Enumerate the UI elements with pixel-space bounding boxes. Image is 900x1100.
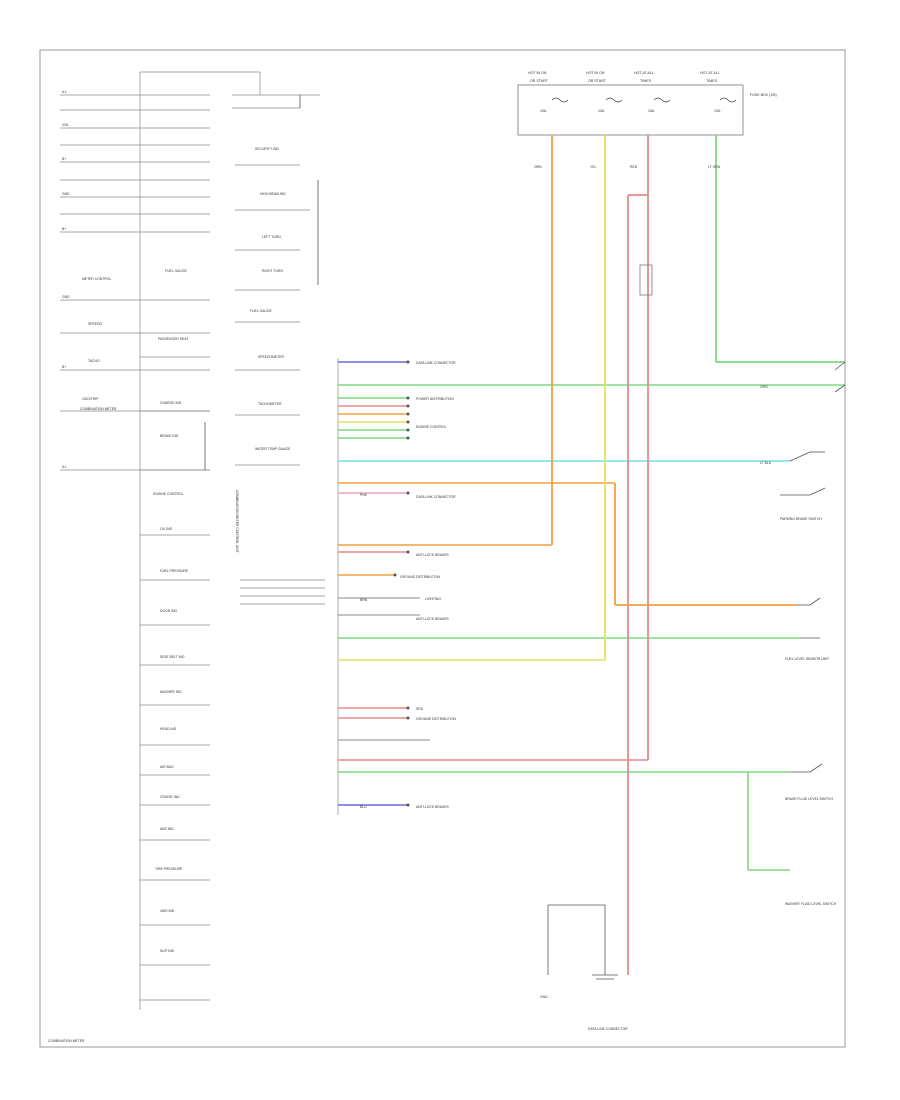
pin-label-4: GND (62, 192, 70, 196)
pin-label-3: B+ (62, 157, 66, 161)
meter-block-label-10: WASHER IND (160, 690, 182, 694)
left-label-1: METER CONTROL (82, 277, 112, 281)
connector-stubs (338, 361, 845, 806)
wire-color-7: BLU (360, 805, 367, 809)
system-ref-11: ANTI-LOCK BRAKES (416, 805, 450, 809)
fuse-2-rating: 10A (598, 109, 605, 113)
fuse-1-rating: 10A (540, 109, 547, 113)
fuse-2-sub: OR START (588, 79, 607, 83)
indicator-label-6: SPEEDOMETER (258, 355, 285, 359)
left-label-3: TACHO (88, 359, 100, 363)
wire-color-9: BRN (360, 598, 368, 602)
indicator-label-8: WATER TEMP GAUGE (255, 447, 291, 451)
meter-block-label-7: FUEL PRESSURE (160, 569, 189, 573)
right-component-1: PARKING BRAKE SWITCH (780, 517, 822, 521)
system-ref-8: ANTI-LOCK BRAKES (416, 617, 450, 621)
wire-color-2: YEL (590, 165, 597, 169)
indicator-column (235, 95, 319, 466)
pin-label-1: ILL (62, 90, 67, 94)
right-component-4: WASHER FLUID LEVEL SWITCH (785, 902, 837, 906)
fuse-symbols (551, 97, 737, 103)
fuse-3-sub: TIMES (640, 79, 652, 83)
meter-block-label-8: DOOR IND (160, 609, 178, 613)
bottom-label-gnd: GND (540, 995, 548, 999)
meter-block-label-14: ABS IND (160, 827, 174, 831)
wire-color-4: LT GRN (708, 165, 721, 169)
meter-block-label-12: AIR BAG (160, 765, 174, 769)
system-ref-2: POWER DISTRIBUTION (416, 397, 454, 401)
system-ref-7: LIGHTING (425, 597, 441, 601)
indicator-label-5: FUEL GAUGE (250, 309, 272, 313)
fuse-group: HOT IN ON OR START 10A HOT IN ON OR STAR… (528, 71, 721, 113)
indicator-label-4: RIGHT TURN (262, 269, 283, 273)
system-ref-6: GROUND DISTRIBUTION (400, 575, 440, 579)
indicator-label-2: HIGH BEAM IND (260, 192, 286, 196)
right-component-3: BRAKE FLUID LEVEL SWITCH (785, 797, 833, 801)
meter-blocks (140, 356, 210, 1001)
right-switches (780, 361, 846, 773)
pin-label-2: IGN (62, 123, 69, 127)
left-label-2: SPEEDO (88, 322, 102, 326)
right-component-2: FUEL LEVEL SENSOR UNIT (785, 657, 829, 661)
meter-block-label-11: HEAD IND (160, 727, 177, 731)
meter-block-label-9: SEAT BELT IND (160, 655, 185, 659)
bottom-label-dlc: DATA LINK CONNECTOR (588, 1027, 628, 1031)
meter-block-label-4: BRAKE IND (160, 434, 179, 438)
system-ref-4: DATA LINK CONNECTOR (416, 495, 456, 499)
fuse-4-top: HOT AT ALL (700, 71, 720, 75)
pin-label-5: B+ (62, 227, 66, 231)
indicator-label-3: LEFT TURN (262, 235, 281, 239)
power-wires (551, 135, 845, 975)
fuse-1-top: HOT IN ON (528, 71, 547, 75)
arrow-heads (393, 360, 410, 807)
meter-block-label-3: CHARGE IND (160, 401, 182, 405)
diagram-frame (39, 49, 846, 1048)
fuse-box (517, 84, 744, 136)
system-ref-3: ENGINE CONTROL (416, 425, 447, 429)
fuse-1-sub: OR START (530, 79, 549, 83)
meter-block-label-2: PASSENGER SEAT (158, 337, 188, 341)
meter-block-label-13: CRUISE IND (160, 795, 180, 799)
meter-block-label-16: 4WD IND (160, 909, 175, 913)
system-ref-1: DATA LINK CONNECTOR (416, 361, 456, 365)
fuse-4-rating: 10A (714, 109, 721, 113)
meter-block-label-1: FUEL GAUGE (165, 269, 187, 273)
meter-block-label-15: TIRE PRESSURE (155, 867, 183, 871)
wire-color-1: ORN (534, 165, 542, 169)
wire-color-5: GRN (760, 385, 768, 389)
left-label-4: ODO/TRIP (82, 397, 99, 401)
connector-diode (639, 264, 653, 296)
meter-block-label-6: OIL IND (160, 527, 173, 531)
system-ref-10: GROUND DISTRIBUTION (416, 717, 456, 721)
system-ref-9: SRS (416, 707, 424, 711)
meter-block-label-17: SLIP IND (160, 949, 175, 953)
ground-section (547, 904, 618, 980)
pin-label-8: ILL (62, 465, 67, 469)
wire-color-8: PNK (360, 493, 368, 497)
fuse-4-sub: TIMES (706, 79, 718, 83)
wire-color-3: RED (630, 165, 638, 169)
system-ref-5: ANTI-LOCK BRAKES (416, 553, 450, 557)
pin-label-6: GND (62, 295, 70, 299)
left-label-5: COMBINATION METER (80, 407, 117, 411)
indicator-label-1: SECURITY IND (255, 147, 279, 151)
left-pin-lines (60, 94, 210, 471)
fuse-2-top: HOT IN ON (586, 71, 605, 75)
pin-label-7: B+ (62, 365, 66, 369)
indicator-label-7: TACHOMETER (258, 402, 282, 406)
footer-label: COMBINATION METER (48, 1039, 85, 1043)
fuse-3-top: HOT AT ALL (634, 71, 654, 75)
meter-block-label-5: ENGINE CONTROL (153, 492, 184, 496)
wire-color-6: LT BLU (760, 461, 772, 465)
module-vertical-label: COMBINATION METER CONTROL UNIT (235, 490, 239, 553)
module-bus (240, 579, 325, 605)
fuse-box-label: FUSE BOX (J/B) (750, 93, 777, 97)
fuse-3-rating: 15A (648, 109, 655, 113)
